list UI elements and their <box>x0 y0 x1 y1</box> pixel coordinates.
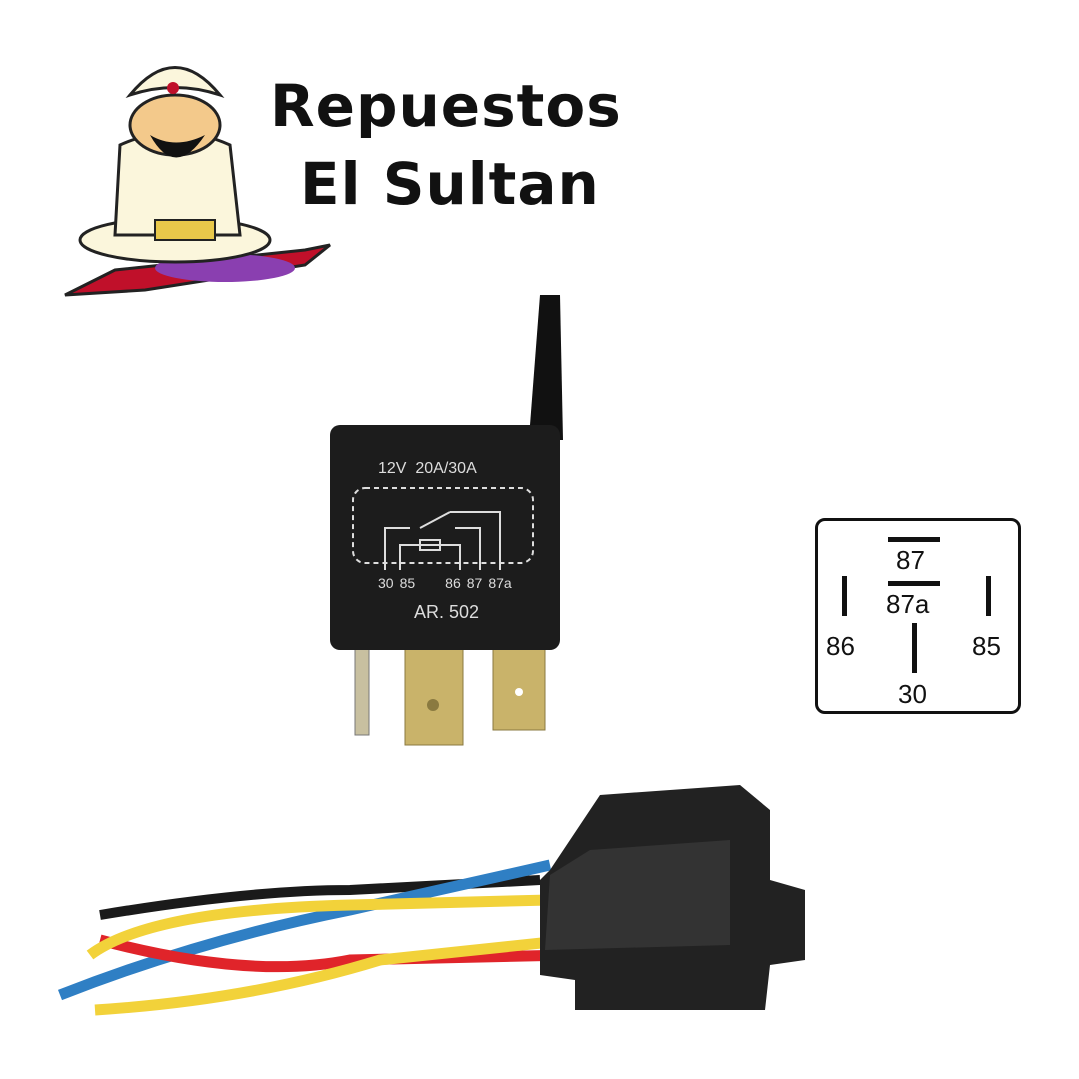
pin-30-bar <box>912 623 917 673</box>
pin-87-bar <box>888 537 940 542</box>
pin-86-label: 86 <box>826 631 855 661</box>
pin-85-bar <box>986 576 991 616</box>
pin-label: 86 <box>445 575 461 591</box>
relay-rating-label: 12V 20A/30A <box>378 460 477 477</box>
pin-86-bar <box>842 576 847 616</box>
pin-label: 30 <box>378 575 394 591</box>
pin-label: 87 <box>466 575 483 591</box>
pin-87-label: 87 <box>896 545 925 575</box>
pin-87a-bar <box>888 581 940 586</box>
pinout-diagram: 87 87a 86 85 30 <box>815 518 1021 714</box>
brand-line-2: El Sultan <box>300 150 600 218</box>
brand-line-1: Repuestos <box>270 72 622 140</box>
sultan-mascot-logo <box>64 66 331 297</box>
pin-30-label: 30 <box>898 679 927 709</box>
relay-socket-with-wires <box>57 785 805 1016</box>
relay-pin-labels: 30 85 86 87 87a <box>378 575 512 591</box>
pin-85-label: 85 <box>972 631 1001 661</box>
relay-model-label: AR. 502 <box>414 602 480 622</box>
relay-photo <box>330 295 563 746</box>
pin-label: 85 <box>399 575 416 591</box>
pin-label: 87a <box>488 575 512 591</box>
pin-87a-label: 87a <box>886 589 930 619</box>
